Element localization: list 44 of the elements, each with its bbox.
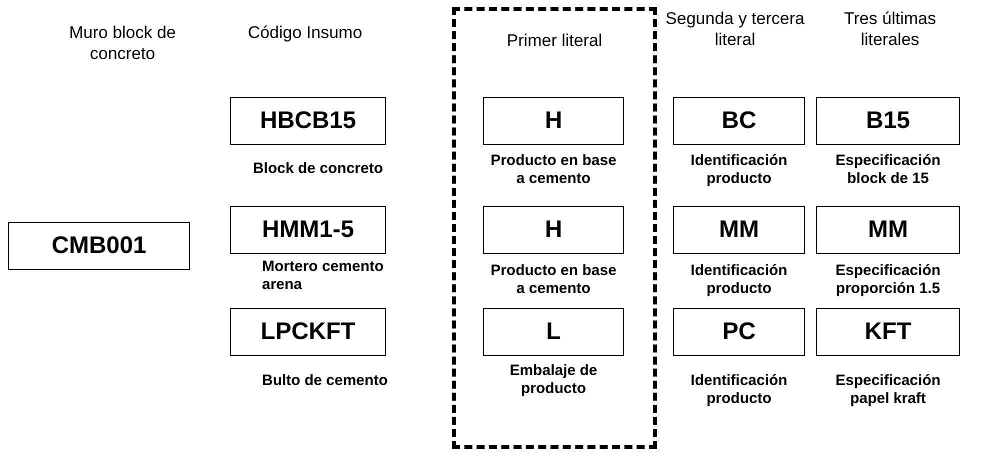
code-box xyxy=(483,97,624,145)
code-box xyxy=(673,97,805,145)
code-caption: Especificación papel kraft xyxy=(834,372,942,408)
code-caption: Identificación producto xyxy=(690,372,788,408)
code-box xyxy=(8,222,190,270)
code-box xyxy=(483,308,624,356)
dashed-group-frame xyxy=(452,7,657,449)
code-caption: Producto en base a cemento xyxy=(490,262,618,298)
code-box xyxy=(673,206,805,254)
code-caption: Identificación producto xyxy=(690,152,788,188)
code-caption: Bulto de cemento xyxy=(262,372,389,390)
code-text: HBCB15 xyxy=(260,107,356,135)
code-text: PC xyxy=(722,318,756,346)
group-heading: Primer literal xyxy=(506,31,602,51)
code-text: H xyxy=(544,216,562,244)
code-box xyxy=(673,308,805,356)
code-caption: Identificación producto xyxy=(690,262,788,298)
code-text: MM xyxy=(719,216,759,244)
code-box xyxy=(230,206,386,254)
column-heading: Código Insumo xyxy=(246,22,364,43)
code-text: BC xyxy=(722,107,756,135)
code-caption: Producto en base a cemento xyxy=(490,152,618,188)
code-box xyxy=(230,97,386,145)
code-caption: Block de concreto xyxy=(252,160,384,178)
code-text: B15 xyxy=(866,107,910,135)
column-heading: Muro block de concreto xyxy=(68,22,177,64)
code-text: CMB001 xyxy=(52,232,146,260)
code-caption: Embalaje de producto xyxy=(508,362,598,398)
code-box xyxy=(816,97,960,145)
code-caption: Mortero cemento arena xyxy=(262,258,385,294)
code-box xyxy=(816,308,960,356)
code-text: MM xyxy=(868,216,908,244)
code-box xyxy=(230,308,386,356)
code-box xyxy=(816,206,960,254)
code-text: LPCKFT xyxy=(260,318,356,346)
code-text: HMM1-5 xyxy=(262,216,354,244)
column-heading: Segunda y tercera literal xyxy=(665,8,805,50)
code-text: L xyxy=(546,318,561,346)
code-caption: Especificación block de 15 xyxy=(834,152,942,188)
code-text: H xyxy=(544,107,562,135)
code-box xyxy=(483,206,624,254)
code-caption: Especificación proporción 1.5 xyxy=(834,262,942,298)
code-text: KFT xyxy=(864,318,912,346)
column-heading: Tres últimas literales xyxy=(843,8,937,50)
